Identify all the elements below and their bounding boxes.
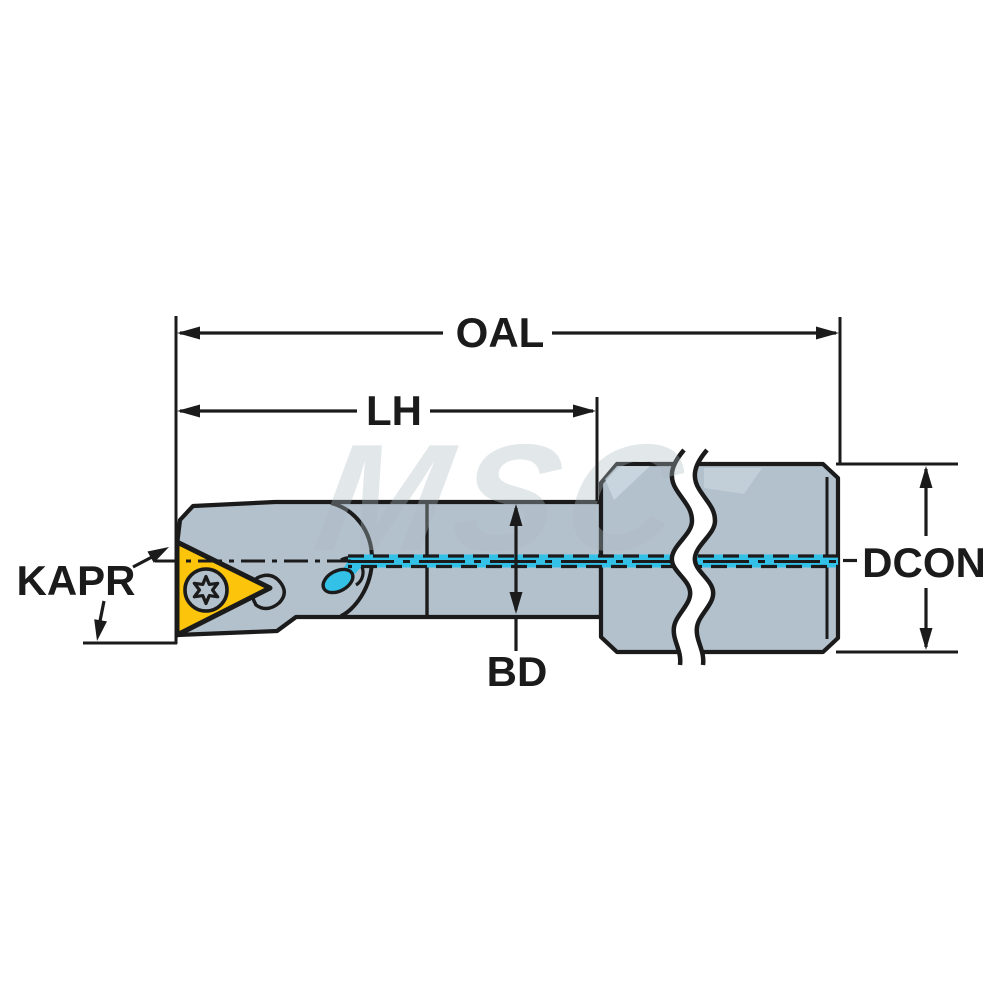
bd-label: BD — [487, 648, 548, 695]
arrowhead-right-icon — [573, 404, 596, 418]
shank-highlight — [605, 466, 650, 500]
shank-highlight-right — [704, 468, 762, 494]
coolant-channel — [348, 554, 838, 569]
arrowhead-down-icon — [919, 628, 933, 650]
dcon-label: DCON — [862, 539, 986, 586]
arrowhead-angle-icon — [94, 619, 107, 641]
dimension-oal: OAL — [177, 309, 839, 356]
watermark: MSC — [305, 413, 703, 583]
arrowhead-left-icon — [177, 404, 200, 418]
watermark-text: MSC — [305, 413, 703, 583]
arrowhead-down-icon — [509, 592, 523, 614]
arrowhead-tip-icon — [147, 547, 169, 563]
oal-label: OAL — [456, 309, 545, 356]
arrowhead-right-icon — [816, 326, 839, 340]
boring-bar-drawing — [155, 443, 841, 667]
kapr-label: KAPR — [16, 557, 135, 604]
lh-label: LH — [366, 387, 422, 434]
dimension-lh: LH — [177, 387, 596, 434]
dimension-dcon: DCON — [836, 462, 986, 654]
break-lines — [669, 443, 718, 667]
torx-screw-icon — [183, 567, 229, 613]
dimension-kapr: KAPR — [16, 547, 177, 645]
arrowhead-up-icon — [509, 504, 523, 526]
dimension-annotations: OAL LH BD DCON — [16, 309, 985, 695]
dimension-bd: BD — [487, 504, 548, 695]
arrowhead-left-icon — [177, 326, 200, 340]
arrowhead-up-icon — [919, 466, 933, 488]
